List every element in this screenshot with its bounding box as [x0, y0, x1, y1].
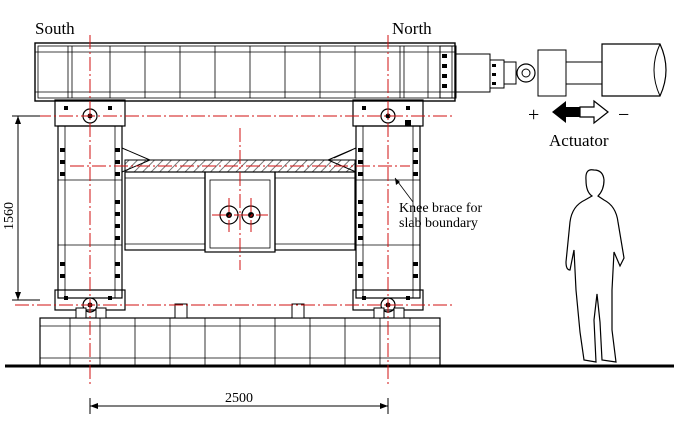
- north-label: North: [392, 19, 432, 38]
- knee-brace-leader: [394, 177, 414, 203]
- human-scale-figure: [565, 169, 625, 363]
- actuator-assembly: [455, 43, 667, 97]
- south-label: South: [35, 19, 75, 38]
- base-frame: [39, 303, 441, 367]
- centerlines: [15, 35, 455, 385]
- knee-brace-label-line2: slab boundary: [399, 216, 478, 231]
- knee-brace-label-line1: Knee brace for: [399, 201, 483, 216]
- height-dimension: [12, 115, 40, 301]
- minus-sign: −: [618, 104, 629, 126]
- actuator-label: Actuator: [549, 131, 609, 150]
- plus-sign: +: [528, 104, 539, 126]
- actuator-direction-arrow: [552, 99, 609, 125]
- width-dimension-label: 2500: [225, 391, 253, 406]
- width-dimension: [89, 398, 389, 414]
- slab-specimen: [121, 147, 357, 253]
- top-loading-beam: [34, 42, 457, 102]
- height-dimension-label: 1560: [2, 202, 17, 230]
